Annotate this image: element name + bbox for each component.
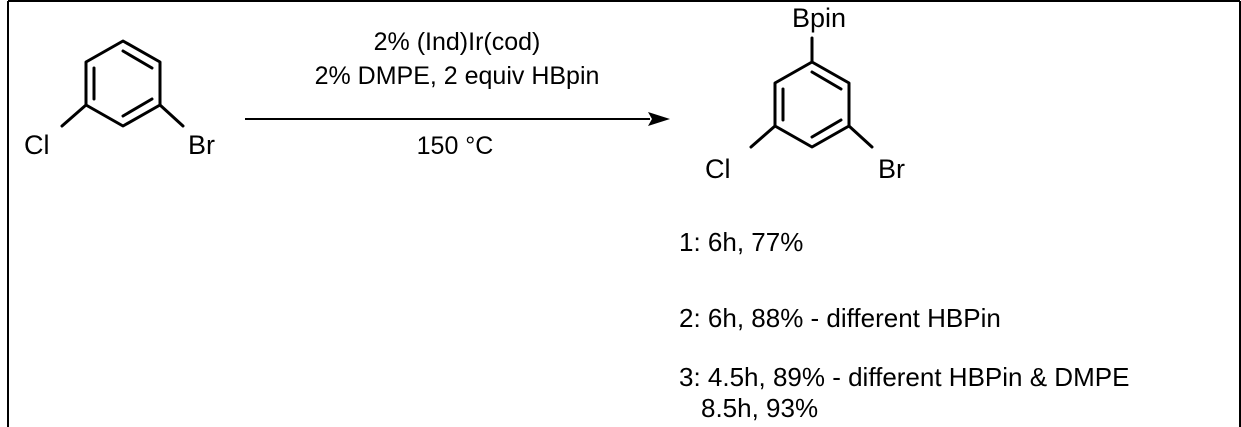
reactant-molecule: Cl Br <box>24 39 215 160</box>
reactant-cl-label: Cl <box>24 130 50 160</box>
reactant-double-bond-2 <box>121 97 154 118</box>
reactant-br-label: Br <box>188 130 215 160</box>
result-item-1: 1: 6h, 77% <box>679 227 803 257</box>
reagents-label: 2% DMPE, 2 equiv HBpin <box>315 62 600 90</box>
reactant-double-bond-1 <box>121 49 154 70</box>
results-list: 1: 6h, 77% 2: 6h, 88% - different HBPin … <box>679 227 1129 423</box>
reactant-cl-bond <box>60 103 88 128</box>
product-bpin-label: Bpin <box>792 3 846 33</box>
product-molecule: Bpin Cl Br <box>705 3 905 184</box>
catalyst-label: 2% (Ind)Ir(cod) <box>374 28 541 56</box>
result-item-3-continuation: 8.5h, 93% <box>701 393 818 423</box>
product-cl-label: Cl <box>705 154 731 184</box>
product-br-bond <box>847 124 874 149</box>
result-item-3: 3: 4.5h, 89% - different HBPin & DMPE <box>679 362 1129 392</box>
product-double-bond-1 <box>810 70 843 91</box>
product-br-label: Br <box>878 154 905 184</box>
temperature-label: 150 °C <box>417 132 494 160</box>
reaction-arrow <box>245 112 670 126</box>
scheme-frame <box>7 0 1241 427</box>
result-item-2: 2: 6h, 88% - different HBPin <box>679 303 1001 333</box>
reactant-br-bond <box>158 103 185 128</box>
arrow-head <box>648 112 670 126</box>
product-double-bond-2 <box>810 118 843 139</box>
product-cl-bond <box>749 124 777 149</box>
product-benzene-ring <box>773 60 851 149</box>
reactant-benzene-ring <box>84 39 162 128</box>
